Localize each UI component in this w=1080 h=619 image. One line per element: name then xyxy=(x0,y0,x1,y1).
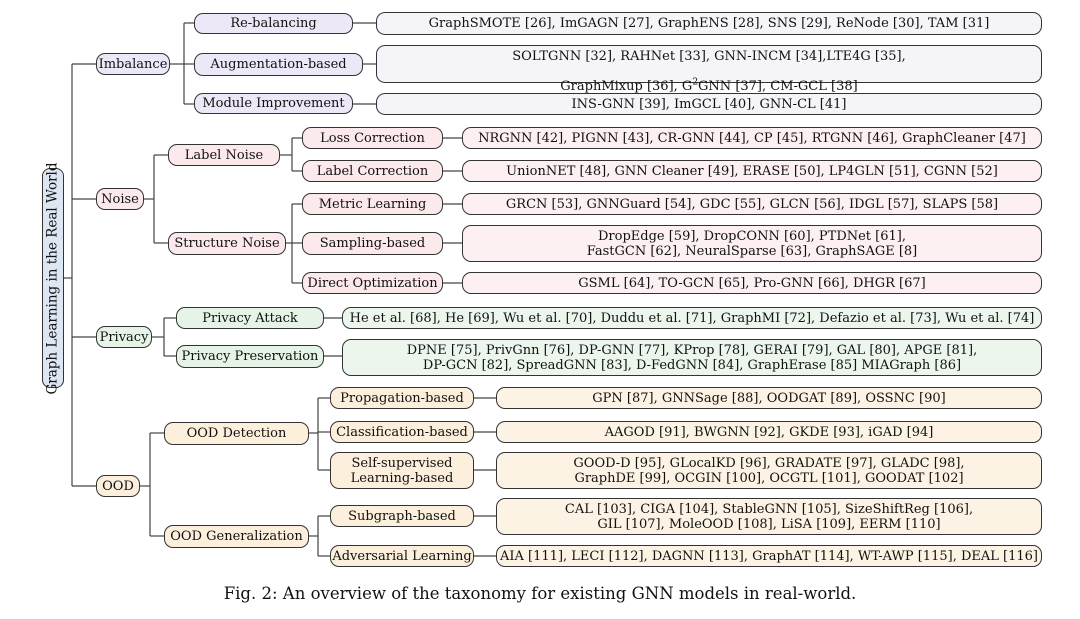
leaf-subgraph-based: CAL [103], CIGA [104], StableGNN [105], … xyxy=(496,498,1042,535)
leaf-privacy-preservation: DPNE [75], PrivGnn [76], DP-GNN [77], KP… xyxy=(342,339,1042,376)
sub-loss-correction: Loss Correction xyxy=(302,127,443,149)
leaf-augmentation-line2-post: GNN [37], CM-GCL [38] xyxy=(698,79,858,94)
leaf-metric-learning: GRCN [53], GNNGuard [54], GDC [55], GLCN… xyxy=(462,193,1042,215)
leaf-loss-correction: NRGNN [42], PIGNN [43], CR-GNN [44], CP … xyxy=(462,127,1042,149)
sub-sampling-based: Sampling-based xyxy=(302,232,443,255)
leaf-augmentation-superscript: 2 xyxy=(692,77,699,88)
leaf-augmentation-line1: SOLTGNN [32], RAHNet [33], GNN-INCM [34]… xyxy=(512,49,906,64)
sub-module-improvement: Module Improvement xyxy=(194,93,353,114)
sub-classification-based: Classification-based xyxy=(330,421,474,443)
leaf-sampling-based: DropEdge [59], DropCONN [60], PTDNet [61… xyxy=(462,225,1042,262)
sub-privacy-attack: Privacy Attack xyxy=(176,307,324,329)
category-privacy: Privacy xyxy=(96,326,152,348)
leaf-augmentation-based: SOLTGNN [32], RAHNet [33], GNN-INCM [34]… xyxy=(376,45,1042,94)
sub-ood-detection: OOD Detection xyxy=(164,422,309,445)
leaf-direct-optimization: GSML [64], TO-GCN [65], Pro-GNN [66], DH… xyxy=(462,272,1042,294)
leaf-augmentation-line2-pre: GraphMixup [36], G xyxy=(560,79,693,94)
sub-direct-optimization: Direct Optimization xyxy=(302,272,443,294)
sub-subgraph-based: Subgraph-based xyxy=(330,505,474,527)
leaf-module-improvement: INS-GNN [39], ImGCL [40], GNN-CL [41] xyxy=(376,93,1042,115)
sub-augmentation-based: Augmentation-based xyxy=(194,53,363,76)
sub-label-correction: Label Correction xyxy=(302,160,443,182)
leaf-rebalancing: GraphSMOTE [26], ImGAGN [27], GraphENS [… xyxy=(376,12,1042,35)
leaf-augmentation-content: SOLTGNN [32], RAHNet [33], GNN-INCM [34]… xyxy=(512,34,906,94)
figure-caption: Fig. 2: An overview of the taxonomy for … xyxy=(223,584,857,603)
category-ood: OOD xyxy=(96,475,140,497)
sub-label-noise: Label Noise xyxy=(168,144,280,166)
sub-metric-learning: Metric Learning xyxy=(302,193,443,215)
sub-propagation-based: Propagation-based xyxy=(330,387,474,409)
leaf-self-supervised-learning-based: GOOD-D [95], GLocalKD [96], GRADATE [97]… xyxy=(496,452,1042,489)
leaf-privacy-attack: He et al. [68], He [69], Wu et al. [70],… xyxy=(342,307,1042,329)
sub-structure-noise: Structure Noise xyxy=(168,232,286,255)
leaf-classification-based: AAGOD [91], BWGNN [92], GKDE [93], iGAD … xyxy=(496,421,1042,443)
category-imbalance: Imbalance xyxy=(96,53,170,75)
sub-rebalancing: Re-balancing xyxy=(194,13,353,34)
sub-privacy-preservation: Privacy Preservation xyxy=(176,345,324,368)
leaf-adversarial-learning: AIA [111], LECI [112], DAGNN [113], Grap… xyxy=(496,545,1042,567)
sub-self-supervised-learning-based: Self-supervised Learning-based xyxy=(330,452,474,489)
sub-ood-generalization: OOD Generalization xyxy=(164,525,309,548)
root-node: Graph Learning in the Real World xyxy=(42,162,64,394)
leaf-propagation-based: GPN [87], GNNSage [88], OODGAT [89], OSS… xyxy=(496,387,1042,409)
category-noise: Noise xyxy=(96,188,144,210)
leaf-label-correction: UnionNET [48], GNN Cleaner [49], ERASE [… xyxy=(462,160,1042,182)
root-label: Graph Learning in the Real World xyxy=(44,161,61,395)
sub-adversarial-learning: Adversarial Learning xyxy=(330,545,474,567)
